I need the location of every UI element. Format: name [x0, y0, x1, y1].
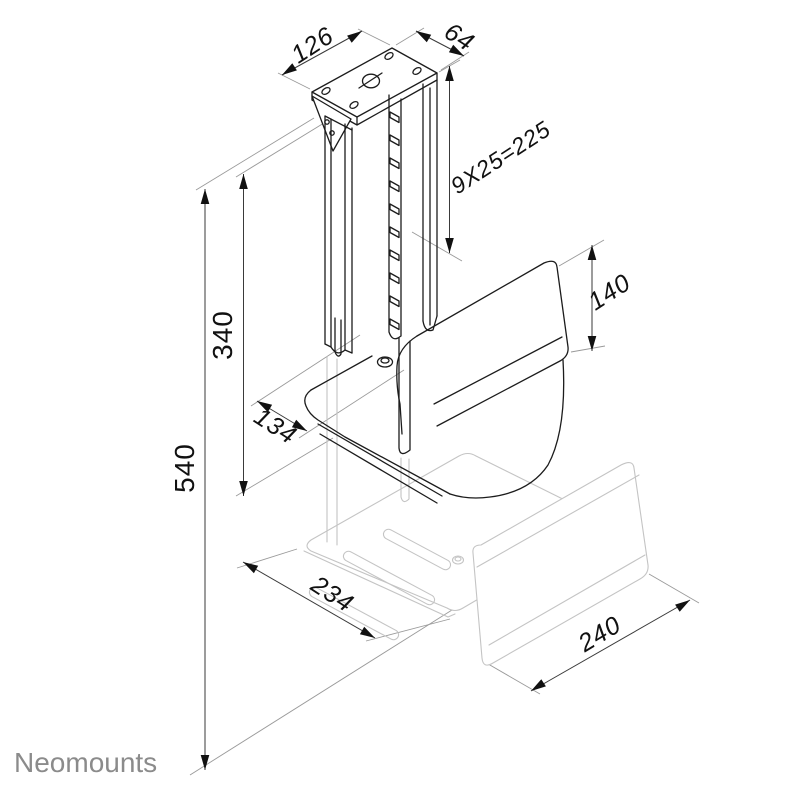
- extension-lines: [189, 27, 700, 776]
- mounting-hole: [384, 51, 394, 61]
- dimension-arrows: [200, 31, 690, 770]
- upper-shelf: [310, 355, 373, 391]
- brand-logo: Neomounts: [14, 747, 157, 778]
- dim-column-length: 340: [207, 310, 238, 360]
- mounting-hole: [321, 86, 331, 96]
- mounting-hole: [349, 100, 359, 110]
- dimension-lines: [204, 30, 691, 770]
- tray-slot: [308, 586, 400, 641]
- dim-lower-tray-depth: 234: [305, 570, 359, 618]
- mounting-hole: [412, 66, 422, 76]
- dim-upper-shelf-depth: 134: [249, 402, 302, 450]
- hanger-strap: [400, 457, 410, 503]
- dim-side-panel-height: 140: [583, 268, 636, 316]
- dim-plate-width: 126: [286, 21, 339, 69]
- upper-side-panel: [416, 260, 569, 427]
- tray-slot: [382, 528, 452, 571]
- thumb-screw: [376, 356, 394, 368]
- dim-plate-depth: 64: [439, 17, 479, 57]
- tray-grommet: [451, 555, 465, 565]
- adjustment-hole-ladder: [389, 111, 400, 331]
- dim-adjustment-slots: 9X25=225: [446, 115, 555, 199]
- tray-slot: [342, 550, 436, 606]
- hanger-strap: [326, 356, 338, 546]
- upper-cpu-bracket: [304, 260, 569, 504]
- lower-side-panel: [472, 462, 649, 666]
- center-slot: [361, 73, 381, 89]
- dim-lower-panel-width: 240: [573, 611, 627, 659]
- lower-cpu-tray: [303, 356, 649, 666]
- telescopic-column: [324, 79, 438, 455]
- center-strap: [398, 337, 411, 455]
- dim-overall-height: 540: [169, 443, 200, 493]
